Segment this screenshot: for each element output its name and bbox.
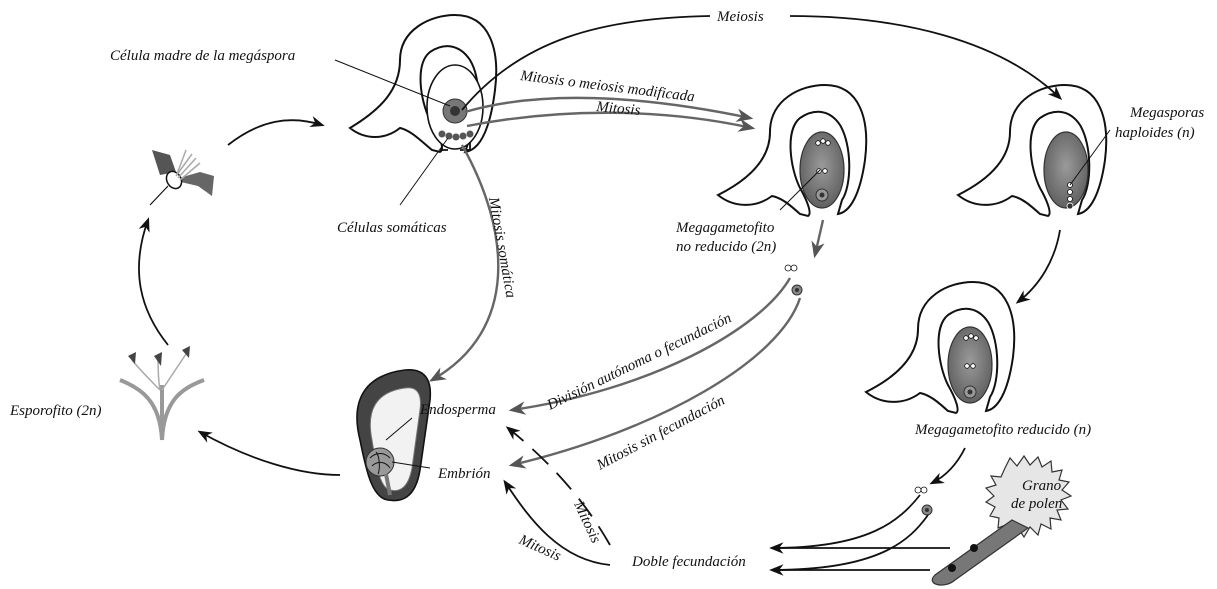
label-mitosis-bottom-dashed: Mitosis xyxy=(570,498,604,546)
label-mitosis-bottom-left: Mitosis xyxy=(515,532,563,565)
label-mitosis-top: Mitosis xyxy=(595,99,642,119)
arrow-double-fertilization-2 xyxy=(772,515,928,570)
label-division-autonoma: División autónoma o fecundación xyxy=(544,310,734,414)
sporophyte-plant-icon xyxy=(120,346,204,440)
flower-icon xyxy=(150,150,214,205)
ovule-haploid-megaspores xyxy=(958,85,1106,216)
label-megasporas-1: Megasporas xyxy=(1129,105,1204,121)
label-endosperma: Endosperma xyxy=(419,402,496,418)
arrow-ovule4-down xyxy=(815,220,823,255)
arrow-flower-to-ovule xyxy=(228,120,322,145)
free-cells-2 xyxy=(915,487,932,515)
pollen-grain xyxy=(932,456,1071,585)
label-meiosis: Meiosis xyxy=(716,9,764,25)
label-grano-1: Grano xyxy=(1022,478,1062,494)
label-megagametofito-nr-1: Megagametofito xyxy=(675,220,775,236)
label-esporofito: Esporofito (2n) xyxy=(9,403,102,419)
ovule-unreduced-megagametophyte xyxy=(718,85,866,216)
ovule-megaspore-mother-cell xyxy=(350,15,496,152)
arrow-seed-to-sporophyte xyxy=(200,432,340,475)
label-mitosis-somatica: Mitosis somática xyxy=(485,195,519,299)
label-megasporas-2: haploides (n) xyxy=(1115,125,1195,141)
ovule-reduced-megagametophyte xyxy=(866,282,1014,413)
label-celulas-somaticas: Células somáticas xyxy=(337,220,447,236)
seed-endosperm-embryo xyxy=(357,370,430,501)
label-doble-fecundacion: Doble fecundación xyxy=(631,554,746,570)
arrow-autonomous-division xyxy=(512,278,790,410)
arrow-sporophyte-to-flower xyxy=(139,220,168,345)
leader-celulas-somaticas xyxy=(400,138,448,205)
label-embrion: Embrión xyxy=(437,466,491,482)
label-megagametofito-nr-2: no reducido (2n) xyxy=(676,239,776,255)
arrow-double-fertilization-1 xyxy=(772,495,920,548)
arrow-somatic-mitosis xyxy=(432,145,498,380)
arrow-meiosis xyxy=(462,16,1060,110)
label-grano-2: de polen xyxy=(1011,496,1062,512)
arrow-megaspores-to-reduced xyxy=(1018,230,1060,302)
label-megagametofito-reducido: Megagametofito reducido (n) xyxy=(914,422,1091,438)
label-celula-madre: Célula madre de la megáspora xyxy=(110,48,295,64)
arrow-reduced-to-cells xyxy=(932,448,965,483)
